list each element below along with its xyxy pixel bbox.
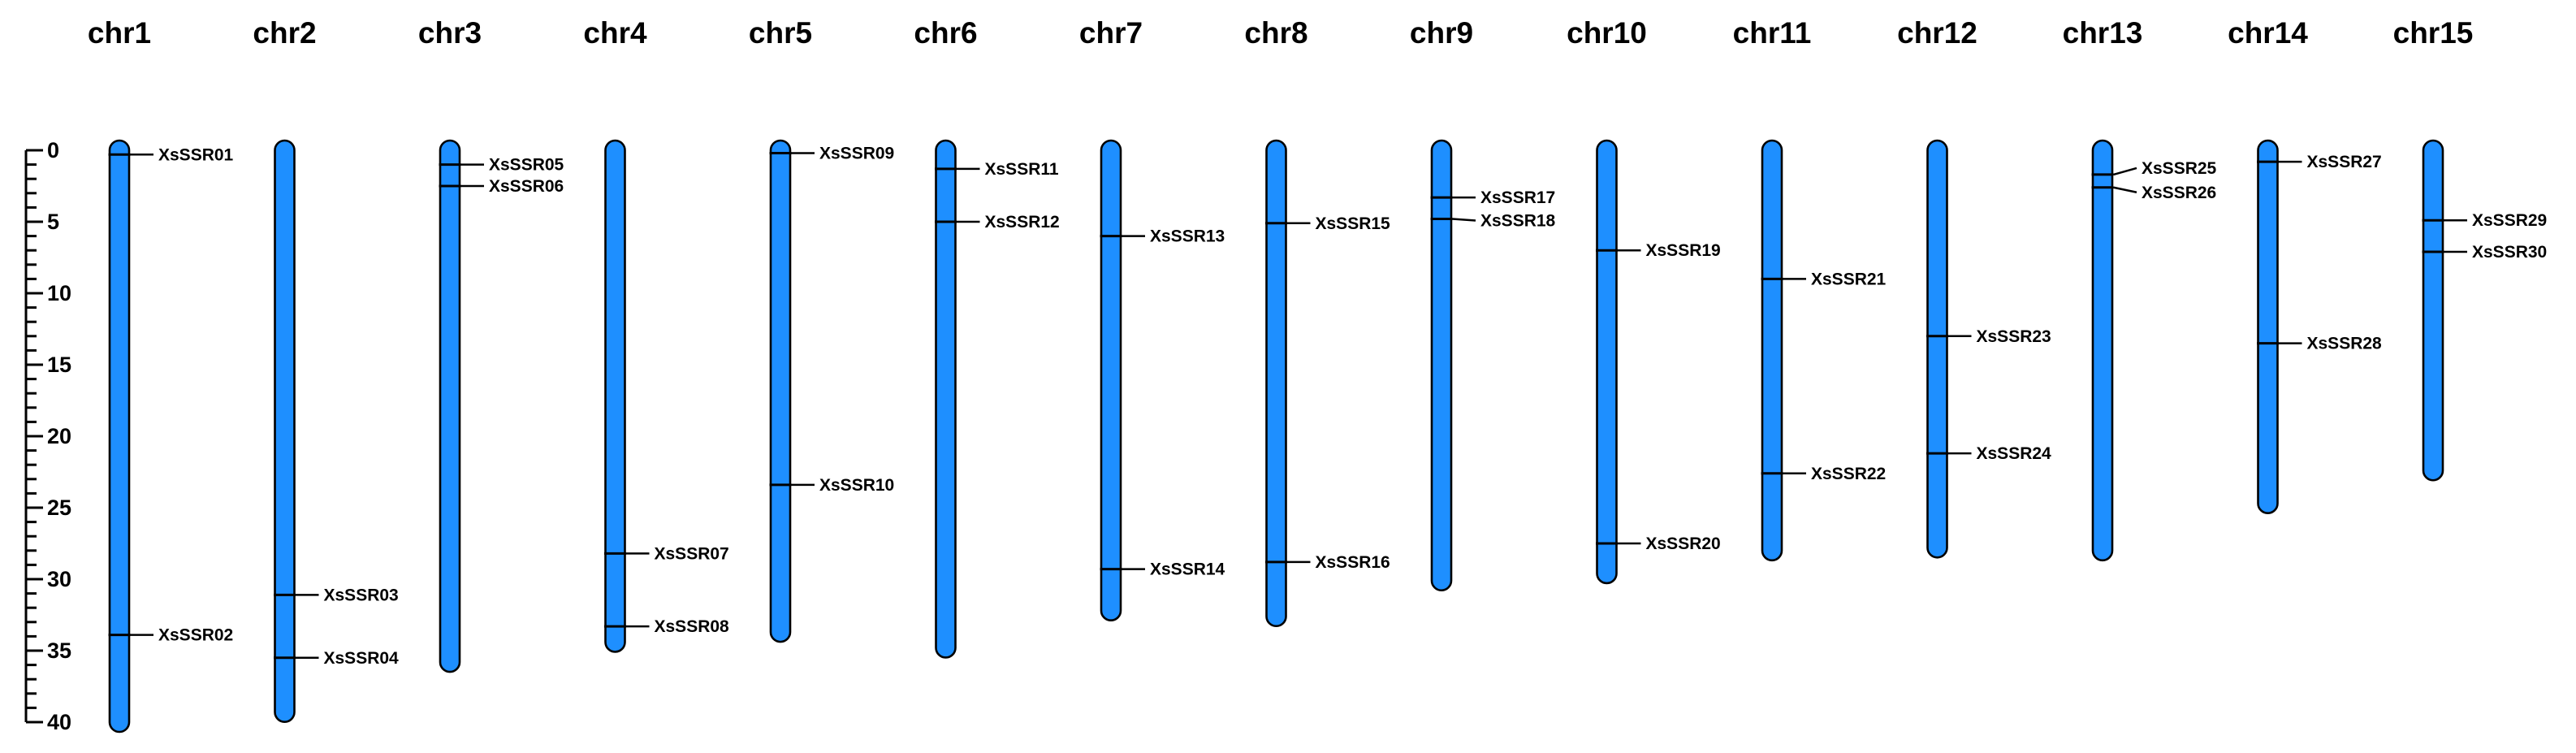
marker-label-XsSSR17: XsSSR17 xyxy=(1480,188,1555,207)
chromosome-bar-chr12 xyxy=(1926,139,1948,559)
marker-label-XsSSR09: XsSSR09 xyxy=(819,145,894,163)
chromosome-bar-chr3 xyxy=(439,139,461,673)
chromosome-bar-chr2 xyxy=(274,139,296,723)
chromosome-label-chr5: chr5 xyxy=(749,16,812,50)
chromosome-bar-chr4 xyxy=(604,139,626,653)
chromosome-bar-chr8 xyxy=(1265,139,1287,628)
marker-label-XsSSR02: XsSSR02 xyxy=(158,626,233,645)
ruler-tick-label: 15 xyxy=(47,353,71,377)
chromosome-bar-chr7 xyxy=(1100,139,1122,622)
chromosome-bar-chr13 xyxy=(2091,139,2114,562)
marker-label-XsSSR10: XsSSR10 xyxy=(819,476,894,495)
chromosome-label-chr14: chr14 xyxy=(2228,16,2308,50)
marker-label-XsSSR05: XsSSR05 xyxy=(489,156,564,175)
chromosome-label-chr6: chr6 xyxy=(914,16,977,50)
marker-leader-XsSSR18 xyxy=(1452,218,1476,222)
chromosome-label-chr3: chr3 xyxy=(418,16,482,50)
marker-label-XsSSR21: XsSSR21 xyxy=(1811,270,1887,288)
ruler-tick-label: 40 xyxy=(47,710,71,734)
chromosome-bar-chr5 xyxy=(769,139,792,643)
ruler-tick-label: 5 xyxy=(47,210,59,234)
chromosome-bar-chr11 xyxy=(1761,139,1783,562)
chromosome-label-chr11: chr11 xyxy=(1733,16,1812,50)
marker-label-XsSSR03: XsSSR03 xyxy=(324,586,399,604)
chromosome-bar-chr1 xyxy=(108,139,131,734)
chromosome-bar-chr6 xyxy=(935,139,957,659)
marker-label-XsSSR26: XsSSR26 xyxy=(2142,184,2216,202)
marker-label-XsSSR30: XsSSR30 xyxy=(2472,243,2547,262)
marker-label-XsSSR24: XsSSR24 xyxy=(1977,444,2052,463)
ruler-tick-label: 20 xyxy=(47,424,71,448)
marker-label-XsSSR20: XsSSR20 xyxy=(1646,534,1721,553)
marker-label-XsSSR08: XsSSR08 xyxy=(655,617,730,636)
marker-label-XsSSR23: XsSSR23 xyxy=(1977,327,2051,346)
marker-label-XsSSR15: XsSSR15 xyxy=(1316,214,1391,233)
marker-label-XsSSR13: XsSSR13 xyxy=(1150,227,1225,246)
marker-label-XsSSR29: XsSSR29 xyxy=(2472,211,2547,230)
chromosome-label-chr1: chr1 xyxy=(88,16,151,50)
chromosome-label-chr10: chr10 xyxy=(1567,16,1647,50)
marker-leader-XsSSR26 xyxy=(2113,186,2137,193)
ruler-tick-label: 30 xyxy=(47,567,71,591)
marker-label-XsSSR28: XsSSR28 xyxy=(2307,335,2383,353)
marker-label-XsSSR07: XsSSR07 xyxy=(655,544,729,563)
ruler-tick-label: 0 xyxy=(47,138,59,162)
chromosome-label-chr13: chr13 xyxy=(2063,16,2143,50)
ruler-tick-label: 25 xyxy=(47,496,71,520)
chromosome-label-chr12: chr12 xyxy=(1897,16,1977,50)
marker-label-XsSSR06: XsSSR06 xyxy=(489,177,564,196)
ruler-tick-label: 35 xyxy=(47,638,71,663)
marker-label-XsSSR01: XsSSR01 xyxy=(158,145,234,164)
marker-leader-XsSSR25 xyxy=(2113,167,2137,176)
marker-label-XsSSR16: XsSSR16 xyxy=(1316,553,1390,572)
marker-label-XsSSR18: XsSSR18 xyxy=(1480,211,1556,230)
chromosome-bar-chr10 xyxy=(1596,139,1618,585)
marker-label-XsSSR25: XsSSR25 xyxy=(2142,159,2217,178)
chromosome-label-chr9: chr9 xyxy=(1410,16,1473,50)
marker-label-XsSSR04: XsSSR04 xyxy=(324,649,400,668)
marker-label-XsSSR14: XsSSR14 xyxy=(1150,560,1225,579)
marker-label-XsSSR12: XsSSR12 xyxy=(985,213,1060,232)
marker-label-XsSSR27: XsSSR27 xyxy=(2307,153,2382,171)
chromosome-bar-chr15 xyxy=(2422,139,2444,482)
marker-label-XsSSR22: XsSSR22 xyxy=(1811,465,1886,483)
chromosome-bar-chr9 xyxy=(1430,139,1453,592)
chromosome-label-chr4: chr4 xyxy=(583,16,647,50)
marker-label-XsSSR19: XsSSR19 xyxy=(1646,241,1721,260)
ruler-tick-label: 10 xyxy=(47,281,71,305)
chromosome-label-chr2: chr2 xyxy=(253,16,316,50)
chromosome-label-chr8: chr8 xyxy=(1244,16,1307,50)
chromosome-label-chr7: chr7 xyxy=(1079,16,1143,50)
chromosome-bar-chr14 xyxy=(2257,139,2279,515)
chromosome-label-chr15: chr15 xyxy=(2393,16,2474,50)
marker-label-XsSSR11: XsSSR11 xyxy=(985,160,1059,179)
